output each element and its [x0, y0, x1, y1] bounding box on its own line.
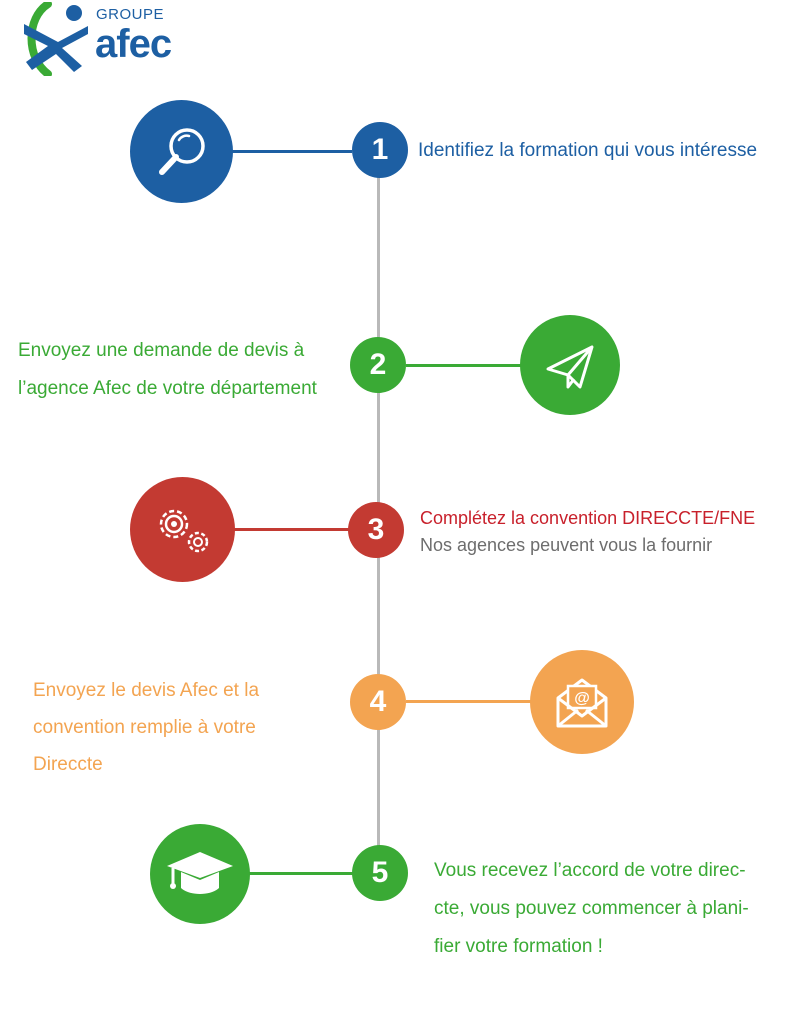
- email-envelope-icon: @: [556, 678, 608, 728]
- magnifier-icon: [158, 127, 205, 175]
- afec-logo: [18, 0, 188, 78]
- step-4-number: 4: [350, 674, 406, 730]
- step-4-text-line-3: Direccte: [33, 754, 103, 775]
- step-5-number: 5: [352, 845, 408, 901]
- logo-group-text: GROUPE: [96, 6, 165, 23]
- step-2-number: 2: [350, 337, 406, 393]
- logo-afec-text: afec: [95, 22, 172, 66]
- gears-icon: [159, 509, 208, 552]
- step-3-connector: [234, 528, 354, 531]
- step-3-icon-circle: [130, 477, 235, 582]
- step-5-text-line-2: cte, vous pouvez commencer à plani-: [434, 898, 749, 919]
- step-3-number: 3: [348, 502, 404, 558]
- step-4-text-line-2: convention remplie à votre: [33, 717, 256, 738]
- step-2-text-line-2: l’agence Afec de votre département: [18, 378, 317, 399]
- step-3-text-line-1: Complétez la convention DIRECCTE/FNE: [420, 508, 756, 528]
- step-5-text-line-3: fier votre formation !: [434, 936, 603, 957]
- paper-plane-icon: [546, 345, 594, 389]
- step-1-icon-circle: [130, 100, 233, 203]
- step-2-connector: [406, 364, 524, 367]
- step-5-connector: [248, 872, 354, 875]
- step-1-text: Identifiez la formation qui vous intéres…: [418, 140, 758, 161]
- step-4-icon-circle: @: [530, 650, 634, 754]
- step-4-text-line-1: Envoyez le devis Afec et la: [33, 680, 260, 701]
- step-3-text-line-2: Nos agences peuvent vous la fournir: [420, 535, 713, 555]
- svg-text:@: @: [574, 690, 590, 707]
- logo-mark-icon: [24, 2, 88, 76]
- graduation-cap-icon: [167, 852, 233, 894]
- step-5-icon-circle: [150, 824, 250, 924]
- step-2-text-line-1: Envoyez une demande de devis à: [18, 340, 305, 361]
- step-4-connector: [406, 700, 532, 703]
- step-1-connector: [232, 150, 352, 153]
- step-1-number: 1: [352, 122, 408, 178]
- step-5-text-line-1: Vous recevez l’accord de votre direc-: [434, 860, 746, 881]
- step-2-icon-circle: [520, 315, 620, 415]
